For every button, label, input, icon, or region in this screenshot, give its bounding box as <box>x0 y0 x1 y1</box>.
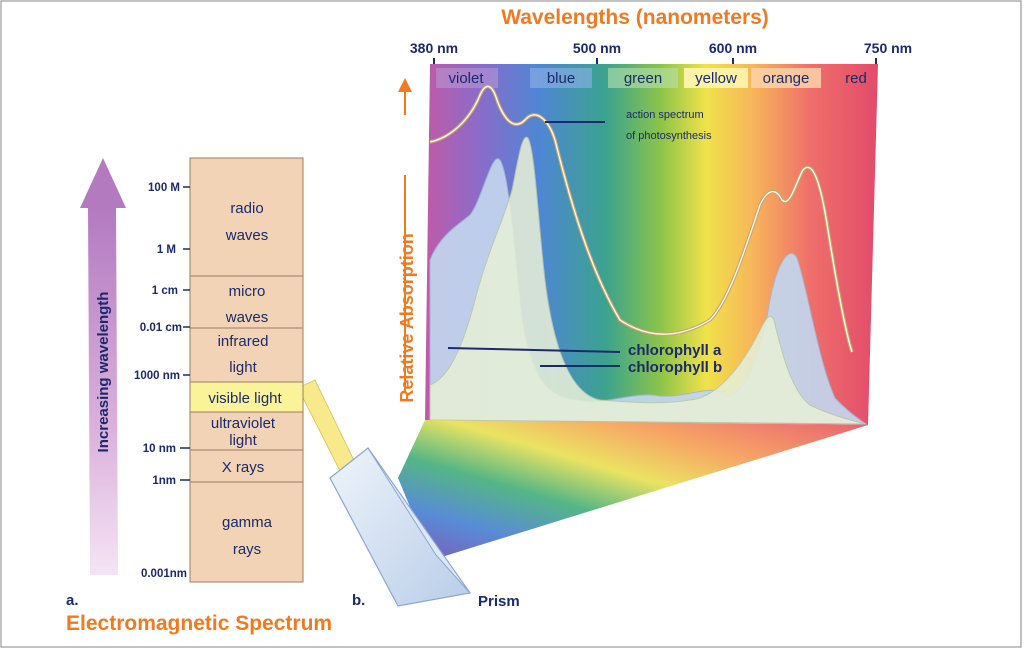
micro-label-line1: micro <box>229 283 266 300</box>
wavelength-tick-500: 500 nm <box>573 40 621 56</box>
radio-label-line1: radio <box>230 200 263 217</box>
em-tick-1m: 1 M <box>157 244 176 256</box>
absorption-axis-arrow-icon <box>398 78 412 92</box>
xray-label: X rays <box>222 459 265 476</box>
chlorophyll-a-curve <box>429 136 867 425</box>
action-spectrum-note-line2: of photosynthesis <box>626 130 712 142</box>
violet-band-highlight <box>436 68 498 88</box>
xray-band <box>189 449 304 483</box>
infrared-band <box>189 327 304 383</box>
visible-label: visible light <box>208 390 282 407</box>
color-name-yellow: yellow <box>695 70 737 87</box>
relative-absorption-label: Relative Absorption <box>397 233 417 402</box>
em-tick-1nm: 1nm <box>152 475 176 487</box>
em-tick-1000nm: 1000 nm <box>134 370 180 382</box>
radio-band <box>189 157 304 277</box>
gamma-band <box>189 481 304 583</box>
panel-label-b: b. <box>352 592 365 609</box>
gamma-label-line1: gamma <box>222 514 273 531</box>
action-spectrum-curve <box>429 85 853 353</box>
ultraviolet-band <box>189 411 304 451</box>
color-name-orange: orange <box>763 70 810 87</box>
em-tick-0001nm: 0.001nm <box>141 568 187 580</box>
color-name-green: green <box>624 70 662 87</box>
action-spectrum-note-line1: action spectrum <box>626 109 704 121</box>
wavelength-tick-750: 750 nm <box>864 40 912 56</box>
color-name-red: red <box>845 70 867 87</box>
orange-band-highlight <box>751 68 821 88</box>
radio-label-line2: waves <box>225 227 269 244</box>
increasing-wavelength-arrow-body <box>88 208 118 575</box>
visible-band <box>189 381 304 413</box>
increasing-wavelength-arrow-head-icon <box>80 158 126 208</box>
infrared-label-line1: infrared <box>218 333 269 350</box>
em-tick-001cm: 0.01 cm <box>140 322 182 334</box>
micro-label-line2: waves <box>225 309 269 326</box>
prism-label: Prism <box>478 593 520 610</box>
em-tick-100m: 100 M <box>148 182 180 194</box>
blue-band-highlight <box>530 68 592 88</box>
green-band-highlight <box>608 68 678 88</box>
yellow-band-highlight <box>684 68 748 88</box>
chlorophyll-a-label: chlorophyll a <box>628 342 722 359</box>
micro-band <box>189 275 304 329</box>
increasing-wavelength-label: Increasing wavelength <box>95 292 112 453</box>
wavelength-tick-600: 600 nm <box>709 40 757 56</box>
color-name-violet: violet <box>448 70 484 87</box>
ultraviolet-label-line1: ultraviolet <box>211 415 276 432</box>
prism-face <box>367 447 471 594</box>
gamma-label-line2: rays <box>233 541 261 558</box>
em-spectrum-title: Electromagnetic Spectrum <box>66 612 332 635</box>
chlorophyll-a-pointer <box>447 347 621 353</box>
panel-label-a: a. <box>66 592 79 609</box>
ultraviolet-label-line2: light <box>229 432 257 449</box>
em-spectrum-column <box>189 157 304 583</box>
color-name-blue: blue <box>547 70 575 87</box>
em-tick-1cm: 1 cm <box>152 285 178 297</box>
dispersed-light-beam <box>398 420 868 560</box>
em-tick-10nm: 10 nm <box>143 443 176 455</box>
wavelength-title: Wavelengths (nanometers) <box>501 6 769 29</box>
chlorophyll-b-label: chlorophyll b <box>628 359 722 376</box>
wavelength-tick-380: 380 nm <box>410 40 458 56</box>
infrared-label-line2: light <box>229 359 257 376</box>
